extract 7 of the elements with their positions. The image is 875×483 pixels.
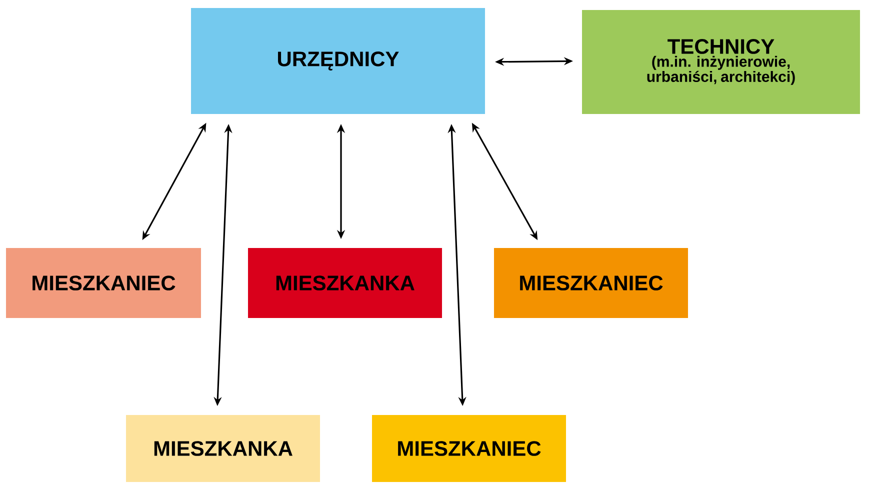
label-box: MIESZKANKA	[126, 415, 320, 482]
label-box: URZĘDNICY	[191, 8, 485, 114]
label-box: MIESZKANKA	[248, 248, 442, 318]
label-box: MIESZKANIEC	[372, 415, 566, 482]
label-box: MIESZKANIEC	[494, 248, 688, 318]
label-box: TECHNICY (m.in. inżynierowie, urbaniści, architekci)	[582, 10, 860, 114]
label-box: MIESZKANIEC	[6, 248, 201, 318]
